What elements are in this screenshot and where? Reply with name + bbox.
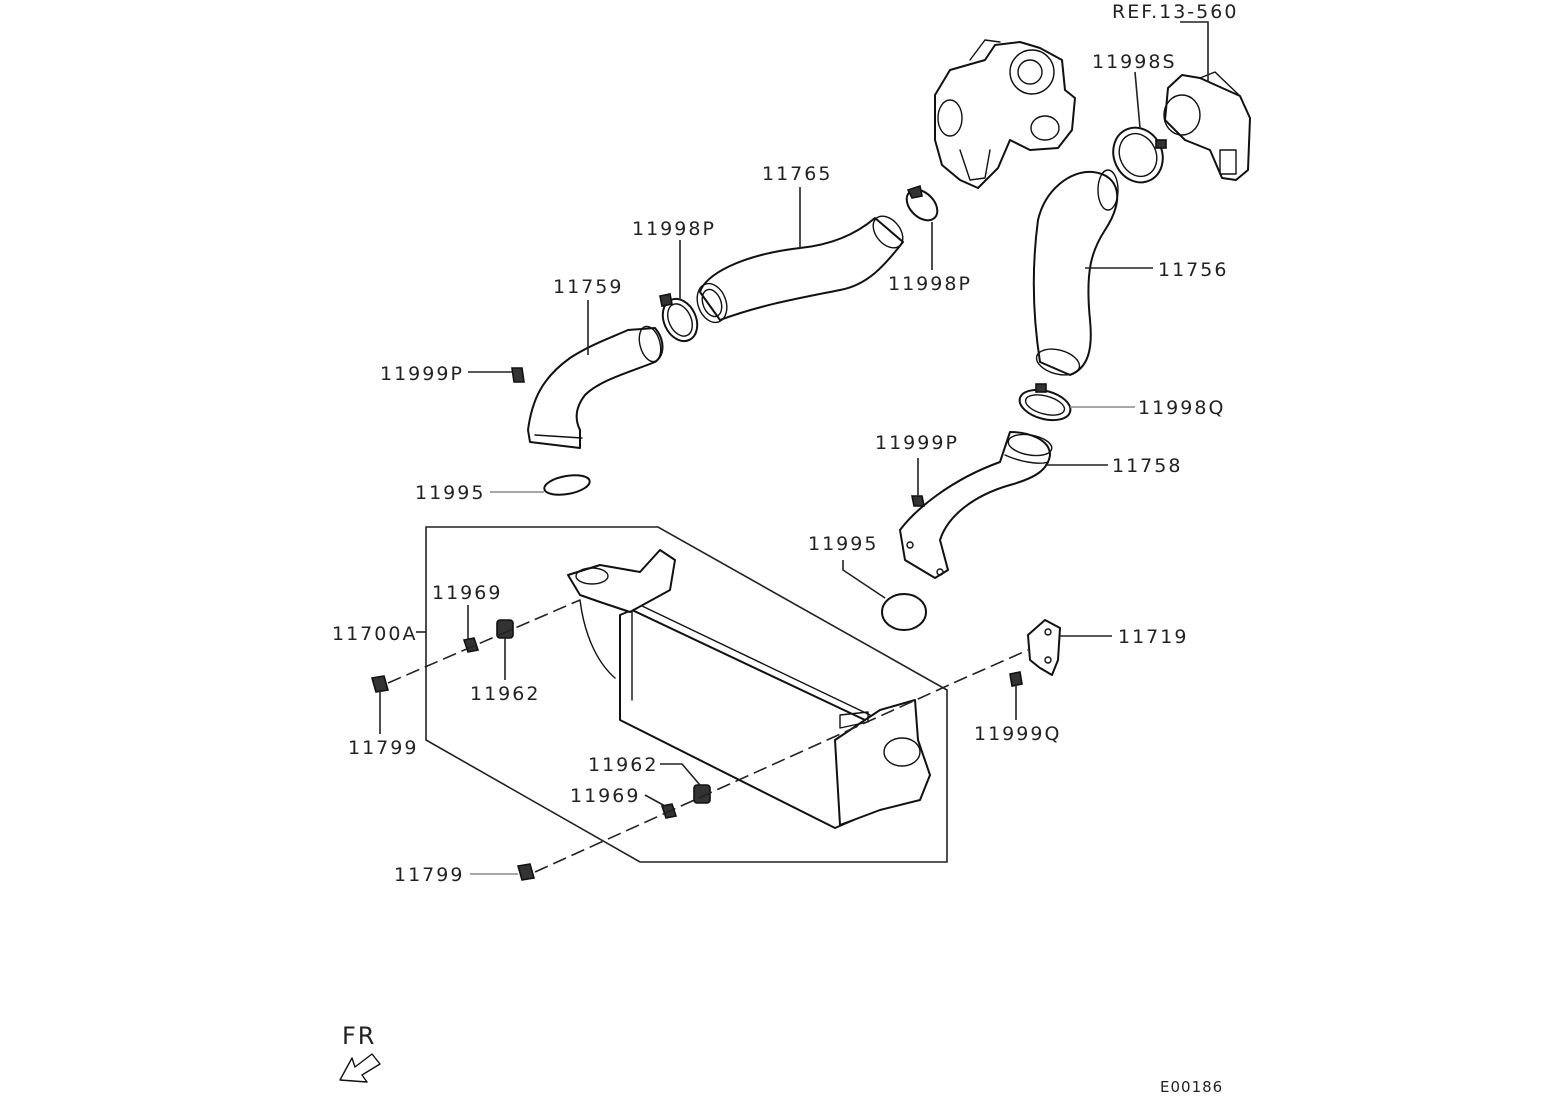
clamp-11998s-part (1112, 126, 1167, 184)
callout-11998s: 11998S (1092, 51, 1177, 73)
clamp-11998q-part (1018, 383, 1072, 422)
bushing-11962-lower-part (693, 784, 711, 804)
callout-11799-a: 11799 (348, 737, 418, 759)
ref-label: REF.13-560 (1112, 1, 1238, 23)
callout-11765: 11765 (762, 163, 832, 185)
hose-11758-part (899, 431, 1053, 579)
bolt-11999p-left-part (511, 367, 525, 383)
callout-11999q: 11999Q (974, 723, 1061, 745)
callout-11759: 11759 (553, 276, 623, 298)
callout-11999p-a: 11999P (380, 363, 464, 385)
callout-11719: 11719 (1118, 626, 1188, 648)
callout-11969-b: 11969 (570, 785, 640, 807)
bolt-11799-upper-part (370, 675, 390, 693)
callout-11998p-b: 11998P (888, 273, 972, 295)
callout-11962-a: 11962 (470, 683, 540, 705)
callout-11998p-a: 11998P (632, 218, 716, 240)
callout-11995-b: 11995 (808, 533, 878, 555)
clamp-11998p-upper-part (905, 184, 939, 222)
hose-11759-part (527, 325, 664, 449)
clamp-11998p-lower-part (659, 293, 699, 343)
callout-11998q: 11998Q (1138, 397, 1225, 419)
bolt-11999q-part (1009, 671, 1023, 687)
o-ring-11995-right-part (881, 593, 927, 631)
drawing-code: E00186 (1160, 1078, 1223, 1096)
callout-11799-b: 11799 (394, 864, 464, 886)
intercooler-assembly-outline (425, 526, 948, 863)
callout-11756: 11756 (1158, 259, 1228, 281)
o-ring-11995-left-part (543, 474, 591, 496)
bolt-11799-lower-part (516, 863, 536, 881)
leader-lines (379, 21, 1209, 875)
callout-11758: 11758 (1112, 455, 1182, 477)
callout-11969-a: 11969 (432, 582, 502, 604)
callout-11995-a: 11995 (415, 482, 485, 504)
turbocharger-part (934, 39, 1076, 189)
hardware-parts (370, 619, 1023, 881)
callout-11962-b: 11962 (588, 754, 658, 776)
callout-11700a: 11700A (332, 623, 417, 645)
direction-label: FR (342, 1022, 376, 1050)
bolt-11999p-right-part (911, 495, 925, 507)
intercooler-part (567, 549, 931, 829)
bracket-11719-part (1027, 619, 1061, 676)
assembly-axis-lines (387, 599, 1029, 873)
hose-11765-part (696, 215, 904, 324)
front-arrow-icon (339, 1053, 381, 1083)
callout-11999p-b: 11999P (875, 432, 959, 454)
throttle-body-part (1163, 71, 1251, 181)
hose-11756-part (1032, 169, 1119, 376)
